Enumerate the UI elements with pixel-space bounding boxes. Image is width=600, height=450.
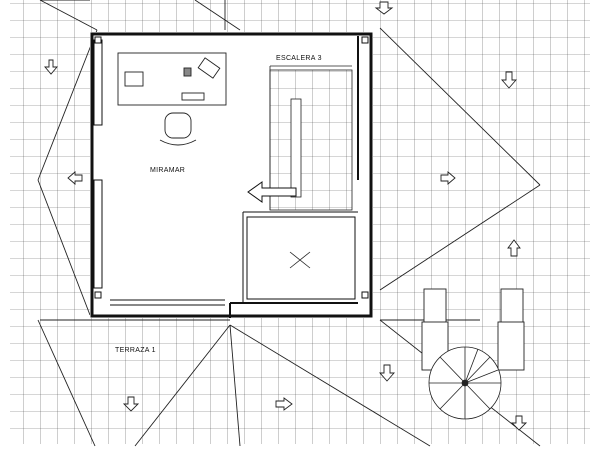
corner-columns (94, 36, 369, 299)
office-furniture (117, 52, 227, 146)
spiral-stair-icon (428, 346, 502, 420)
terrace-label: TERRAZA 1 (115, 347, 156, 354)
arrow-left-icon (67, 171, 83, 185)
arrow-down-icon (501, 71, 517, 89)
arrow-left-icon (247, 181, 297, 203)
arrow-down-icon (122, 396, 140, 412)
planters (421, 288, 525, 371)
arrow-up-icon (507, 239, 521, 257)
cross-x-icon (289, 251, 311, 269)
arrow-right-icon (275, 397, 293, 411)
arrow-down-icon (379, 364, 395, 382)
arrow-down-icon (510, 415, 528, 431)
arrow-right-icon (440, 171, 456, 185)
room-label: MIRAMAR (150, 167, 185, 174)
slope-lines (37, 0, 541, 447)
arrow-down-icon (44, 59, 58, 75)
stair (269, 65, 353, 211)
stair-label: ESCALERA 3 (276, 55, 322, 62)
arrow-down-icon (374, 1, 394, 15)
